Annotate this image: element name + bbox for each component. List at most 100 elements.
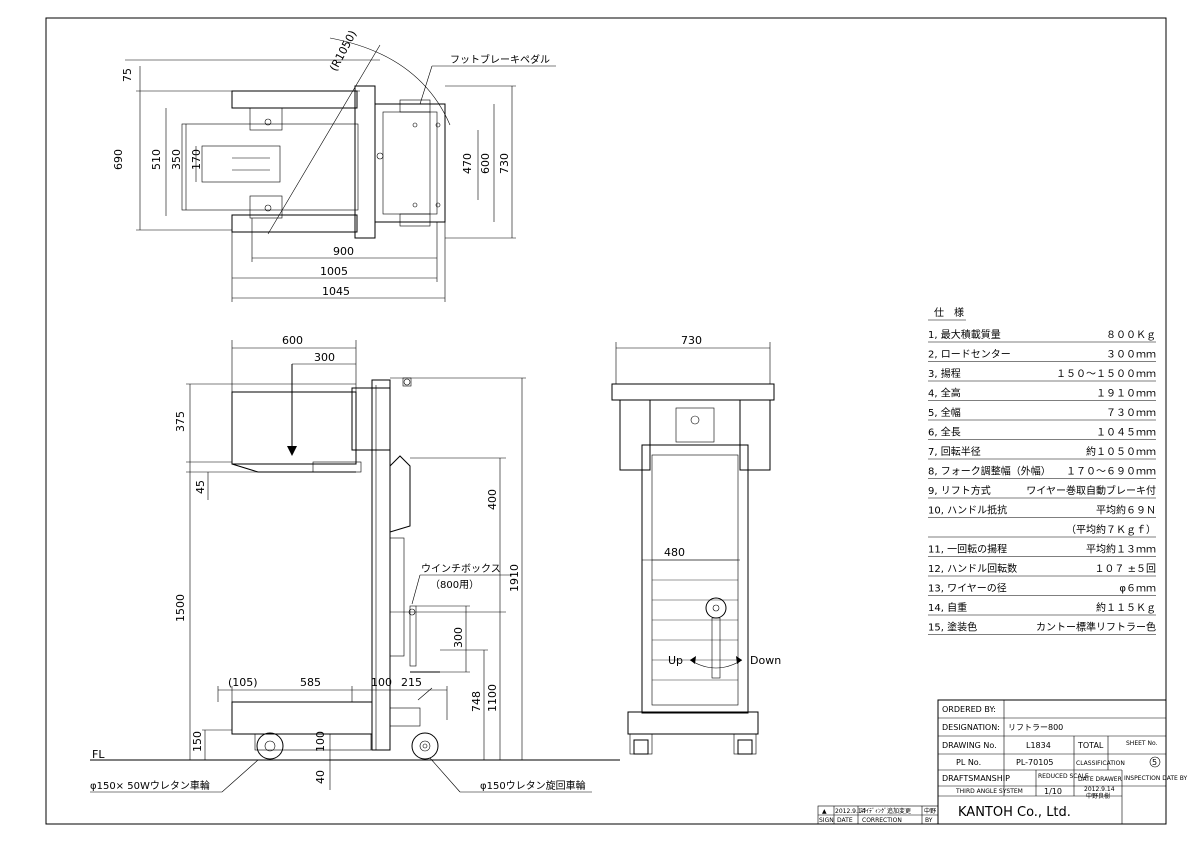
side-winch-box	[409, 605, 417, 667]
spec-row-label: 14, 自重	[928, 601, 967, 614]
side-mast	[371, 379, 391, 751]
spec-row-value: 平均約６９Ｎ	[1096, 504, 1156, 517]
spec-row-label: 10, ハンドル抵抗	[928, 504, 1007, 517]
side-handle	[389, 455, 411, 533]
tb-draftsmanship-label: DRAFTSMANSHIP	[942, 774, 1010, 783]
dim-75: 75	[121, 68, 134, 82]
dim-side-100: 100	[371, 676, 392, 689]
spec-row-label: 2, ロードセンター	[928, 349, 1011, 361]
front-label-down: Down	[750, 654, 781, 667]
spec-row-label: 12, ハンドル回転数	[928, 562, 1017, 575]
side-base	[231, 701, 373, 735]
dim-730: 730	[498, 153, 511, 174]
dim-510: 510	[150, 149, 163, 170]
dim-170: 170	[190, 149, 203, 170]
dim-900: 900	[333, 245, 354, 258]
dim-470: 470	[461, 153, 474, 174]
tb-ordered-by-label: ORDERED BY:	[942, 705, 996, 714]
rev-mark: ▲	[822, 808, 827, 815]
rev-correction: ｽﾗｲﾃﾞｨﾝｸﾞ追加変更	[860, 807, 911, 815]
spec-row-value: ３００ｍｍ	[1106, 350, 1156, 361]
tb-reduced-scale-label: REDUCED SCALE	[1038, 773, 1089, 780]
spec-row-label: 5, 全幅	[928, 406, 961, 419]
callout-wheel-left: φ150× 50Wウレタン車輪	[90, 779, 210, 792]
dim-105: (105)	[228, 676, 258, 689]
tb-sheet-circle	[1149, 756, 1161, 768]
spec-row-value: 平均約１３ｍｍ	[1086, 543, 1156, 556]
side-carriage	[351, 387, 391, 451]
top-fork-upper	[231, 90, 358, 109]
front-wheel-right	[737, 739, 753, 755]
dim-400: 400	[486, 489, 499, 510]
tb-drawing-no-value: L1834	[1026, 741, 1051, 750]
dim-side-300v: 300	[452, 627, 465, 648]
dim-r1050: (R1050)	[327, 28, 359, 73]
tb-designation-value: リフトラー800	[1008, 723, 1063, 732]
rev-by: 中野	[924, 807, 936, 815]
sheet-border	[45, 17, 1167, 825]
side-wheel-rear	[256, 732, 284, 760]
side-wheel-front	[411, 732, 439, 760]
tb-date-drawer-value: 2012.9.14	[1084, 786, 1115, 793]
front-fork-right	[739, 399, 771, 471]
spec-row-value: １７０～６９０ｍｍ	[1066, 467, 1156, 478]
dim-150: 150	[191, 731, 204, 752]
rev-correction-label: CORRECTION	[862, 817, 902, 824]
dim-1100: 1100	[486, 684, 499, 712]
front-mast	[641, 444, 749, 714]
tb-classification-label: CLASSIFICATION	[1076, 760, 1125, 767]
dim-front-730: 730	[681, 334, 702, 347]
dim-1500: 1500	[174, 594, 187, 622]
spec-row-value: １９１０ｍｍ	[1096, 389, 1156, 400]
spec-row-label: 3, 揚程	[928, 367, 961, 380]
tb-company: KANTOH Co., Ltd.	[958, 805, 1071, 820]
side-load-center-arrow	[287, 446, 297, 456]
top-fork-lower	[231, 214, 358, 233]
spec-row-value: １０７ ±５回	[1094, 563, 1156, 575]
top-body	[374, 103, 446, 223]
rev-date-label: DATE	[837, 817, 853, 824]
tb-drawer-name: 中野良樹	[1086, 792, 1110, 800]
tb-pl-no-label: PL No.	[956, 758, 981, 767]
dim-45: 45	[194, 480, 207, 494]
callout-winch-box: ウインチボックス	[421, 563, 501, 575]
dim-350: 350	[170, 149, 183, 170]
tb-sheet-value: 5	[1152, 758, 1157, 767]
spec-row-label: 13, ワイヤーの径	[928, 582, 1007, 595]
side-view: 600 300 375 45 1500 150 100 40 400 1910 …	[90, 334, 620, 793]
spec-row-value: ７３０ｍｍ	[1106, 408, 1156, 419]
front-fork-left	[619, 399, 651, 471]
dim-375: 375	[174, 411, 187, 432]
dim-748: 748	[470, 691, 483, 712]
dim-585: 585	[300, 676, 321, 689]
tb-drawing-no-label: DRAWING No.	[942, 741, 997, 750]
callout-wheel-right: φ150ウレタン旋回車輪	[480, 779, 586, 792]
spec-row-label: 4, 全高	[928, 387, 961, 400]
tb-third-angle-label: THIRD ANGLE SYSTEM	[955, 788, 1023, 795]
tb-scale-value: 1/10	[1044, 787, 1062, 796]
front-label-up: Up	[668, 654, 683, 667]
spec-row-label: 15, 塗装色	[928, 621, 977, 634]
spec-row-label: 1, 最大積載質量	[928, 328, 1001, 341]
dim-215: 215	[401, 676, 422, 689]
front-winch	[705, 597, 727, 619]
spec-row-label: 7, 回転半径	[928, 445, 981, 458]
tb-date-drawer-label: DATE DRAWER	[1078, 776, 1122, 783]
front-view: 730 480 Up Down	[611, 334, 781, 755]
spec-row-label: 9, リフト方式	[928, 484, 991, 497]
tb-total-label: TOTAL	[1077, 741, 1104, 750]
spec-row-label: 6, 全長	[928, 426, 961, 439]
title-block: ORDERED BY: DESIGNATION: リフトラー800 DRAWIN…	[937, 699, 1188, 825]
dim-side-300: 300	[314, 351, 335, 364]
spec-row-value: 約１１５Ｋｇ	[1096, 601, 1156, 614]
top-view: 75 690 510 350 170 470 600 730 900 1005 …	[112, 28, 556, 302]
top-platform-inner	[201, 145, 281, 183]
dim-side-100v: 100	[314, 731, 327, 752]
callout-foot-brake-pedal: フットブレーキペダル	[450, 53, 550, 66]
tb-designation-label: DESIGNATION:	[942, 723, 1000, 732]
dim-1045: 1045	[322, 285, 350, 298]
dim-1910: 1910	[508, 564, 521, 592]
top-wheel-upper	[249, 107, 283, 131]
